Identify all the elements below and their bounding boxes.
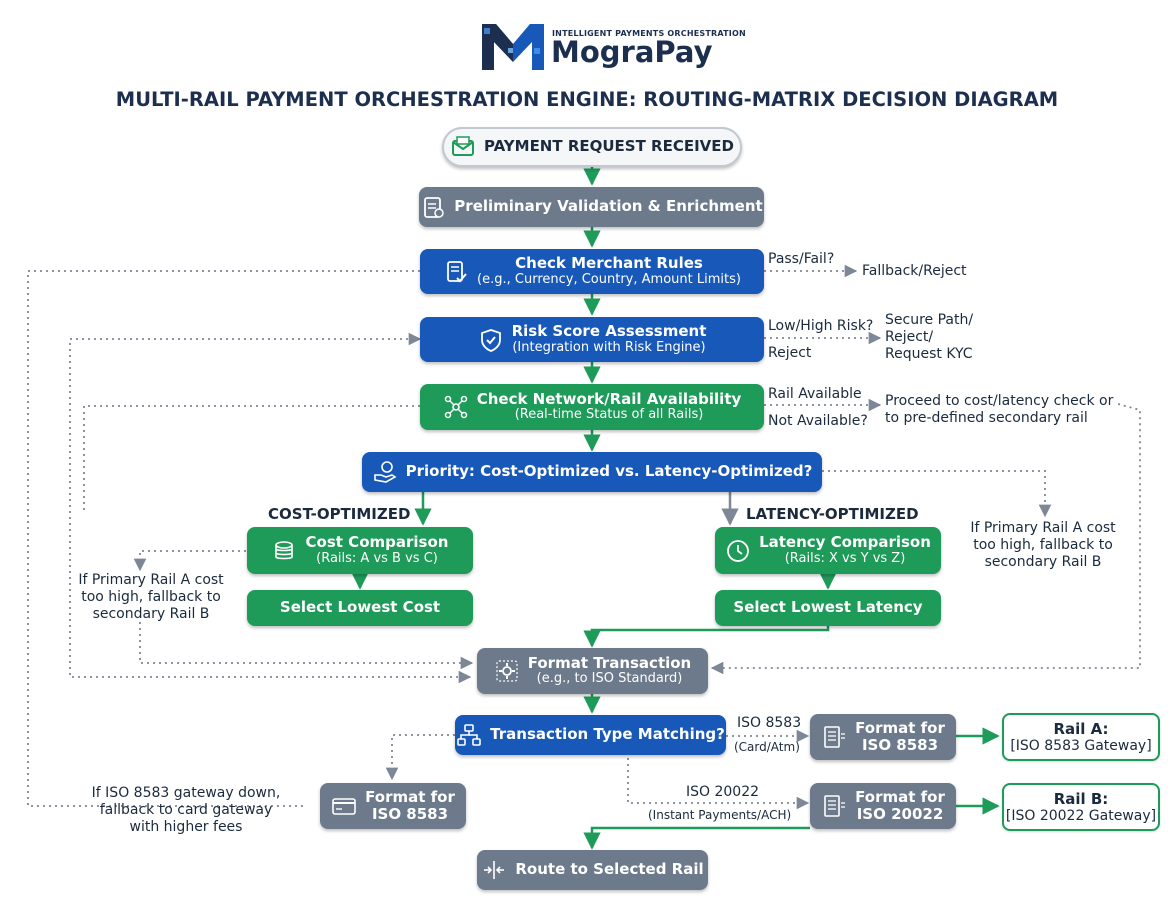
rail-b-label: Rail B: <box>1053 789 1109 808</box>
payment-request-node: PAYMENT REQUEST RECEIVED <box>442 127 742 167</box>
merchant-rules-label: Check Merchant Rules <box>515 254 703 273</box>
select-lowest-latency-node: Select Lowest Latency <box>715 590 941 626</box>
document-lines-icon <box>824 726 846 748</box>
instant-payments-label: (Instant Payments/ACH) <box>648 808 792 822</box>
cost-optimized-heading: COST-OPTIMIZED <box>268 505 411 523</box>
mograpay-logo-icon <box>482 24 544 70</box>
rail-b-sub: [ISO 20022 Gateway] <box>1005 807 1157 824</box>
right-fallback-line-2: too high, fallback to <box>973 536 1113 553</box>
format-iso8583-right-label2: ISO 8583 <box>861 736 939 754</box>
not-available-label: Not Available? <box>768 413 868 429</box>
rail-a-sub: [ISO 8583 Gateway] <box>1010 737 1152 754</box>
payment-request-label: PAYMENT REQUEST RECEIVED <box>483 137 734 156</box>
format-iso20022-node: Format for ISO 20022 <box>810 783 956 829</box>
page-title: MULTI-RAIL PAYMENT ORCHESTRATION ENGINE:… <box>115 88 1059 111</box>
select-lowest-latency-label: Select Lowest Latency <box>733 598 923 617</box>
card-icon <box>332 798 356 815</box>
rail-a-label: Rail A: <box>1053 719 1109 738</box>
priority-label: Priority: Cost-Optimized vs. Latency-Opt… <box>405 462 813 481</box>
select-lowest-cost-label: Select Lowest Cost <box>279 598 441 617</box>
route-label: Route to Selected Rail <box>515 860 704 879</box>
secure-path-line-2: Reject/ <box>885 328 934 345</box>
validation-label: Preliminary Validation & Enrichment <box>454 197 763 216</box>
rail-b-node: Rail B: [ISO 20022 Gateway] <box>1002 783 1160 831</box>
fallback-reject-label: Fallback/Reject <box>862 263 967 279</box>
secure-path-label: Secure Path/ Reject/ Request KYC <box>885 312 973 362</box>
merchant-rules-sub: (e.g., Currency, Country, Amount Limits) <box>477 271 741 287</box>
format-iso8583-left-label2: ISO 8583 <box>371 805 449 823</box>
format-iso20022-label2: ISO 20022 <box>856 805 944 823</box>
format-transaction-node: Format Transaction (e.g., to ISO Standar… <box>477 648 708 694</box>
select-lowest-cost-node: Select Lowest Cost <box>247 590 473 626</box>
document-check-icon <box>447 260 467 282</box>
format-transaction-sub: (e.g., to ISO Standard) <box>536 671 683 687</box>
cost-comparison-label: Cost Comparison <box>305 533 449 552</box>
clock-icon <box>727 539 749 562</box>
left-fallback-label: If Primary Rail A cost too high, fallbac… <box>76 572 226 622</box>
document-lines-icon <box>824 795 846 817</box>
gateway-down-line-1: If ISO 8583 gateway down, <box>91 785 281 801</box>
format-iso8583-right-node: Format for ISO 8583 <box>810 714 956 760</box>
format-iso20022-label: Format for <box>855 787 945 806</box>
right-fallback-line-3: secondary Rail B <box>984 553 1102 570</box>
rail-a-node: Rail A: [ISO 8583 Gateway] <box>1002 713 1160 761</box>
network-label: Check Network/Rail Availability <box>476 389 742 408</box>
envelope-icon <box>451 136 474 156</box>
route-node: Route to Selected Rail <box>477 850 708 890</box>
gateway-down-line-3: with higher fees <box>129 818 243 835</box>
brand-name: MograPay <box>551 35 713 69</box>
proceed-line-2: to pre-defined secondary rail <box>885 409 1088 426</box>
secure-path-line-1: Secure Path/ <box>885 312 974 328</box>
gateway-down-line-2: fallback to card gateway <box>99 801 273 818</box>
left-fallback-line-1: If Primary Rail A cost <box>78 572 224 588</box>
cost-comparison-node: Cost Comparison (Rails: A vs B vs C) <box>247 527 473 574</box>
right-fallback-line-1: If Primary Rail A cost <box>970 520 1116 536</box>
risk-sub: (Integration with Risk Engine) <box>512 339 706 355</box>
iso20022-label: ISO 20022 <box>686 784 760 800</box>
pass-fail-label: Pass/Fail? <box>768 251 835 267</box>
risk-assessment-node: Risk Score Assessment (Integration with … <box>420 317 764 362</box>
clipboard-icon <box>424 197 445 218</box>
proceed-line-1: Proceed to cost/latency check or <box>885 393 1114 409</box>
format-iso8583-left-label: Format for <box>365 787 455 806</box>
network-availability-node: Check Network/Rail Availability (Real-ti… <box>420 384 764 430</box>
reject-label: Reject <box>768 345 812 361</box>
validation-node: Preliminary Validation & Enrichment <box>419 187 764 227</box>
format-transaction-label: Format Transaction <box>527 653 692 672</box>
transaction-type-label: Transaction Type Matching? <box>490 725 725 744</box>
brand-tagline: INTELLIGENT PAYMENTS ORCHESTRATION <box>552 29 746 38</box>
secure-path-line-3: Request KYC <box>885 345 973 362</box>
format-iso8583-left-node: Format for ISO 8583 <box>320 783 466 829</box>
network-sub: (Real-time Status of all Rails) <box>514 407 704 423</box>
priority-node: Priority: Cost-Optimized vs. Latency-Opt… <box>362 452 822 492</box>
latency-comparison-sub: (Rails: X vs Y vs Z) <box>784 550 906 566</box>
coins-icon <box>274 540 293 559</box>
hierarchy-icon <box>457 724 481 746</box>
merchant-rules-node: Check Merchant Rules (e.g., Currency, Co… <box>420 249 764 294</box>
latency-optimized-heading: LATENCY-OPTIMIZED <box>746 505 919 523</box>
hand-coin-icon <box>373 461 397 483</box>
low-high-risk-label: Low/High Risk? <box>768 318 874 334</box>
left-fallback-line-2: too high, fallback to <box>81 588 221 605</box>
shield-check-icon <box>480 328 501 352</box>
network-icon <box>444 395 467 419</box>
risk-label: Risk Score Assessment <box>511 322 707 341</box>
right-fallback-label: If Primary Rail A cost too high, fallbac… <box>966 520 1120 570</box>
latency-comparison-label: Latency Comparison <box>759 533 931 552</box>
route-icon <box>484 861 505 879</box>
transaction-type-node: Transaction Type Matching? <box>455 715 726 755</box>
fallback-arrows <box>27 264 1141 810</box>
proceed-label: Proceed to cost/latency check or to pre-… <box>885 393 1113 427</box>
rail-available-label: Rail Available <box>768 386 862 402</box>
cost-comparison-sub: (Rails: A vs B vs C) <box>316 550 438 566</box>
card-atm-label: (Card/Atm) <box>734 740 800 754</box>
left-fallback-line-3: secondary Rail B <box>92 605 210 622</box>
gear-icon <box>496 660 518 682</box>
format-iso8583-right-label: Format for <box>855 718 945 737</box>
iso8583-label: ISO 8583 <box>737 715 802 731</box>
latency-comparison-node: Latency Comparison (Rails: X vs Y vs Z) <box>715 527 941 574</box>
gateway-down-label: If ISO 8583 gateway down, fallback to ca… <box>86 785 286 835</box>
